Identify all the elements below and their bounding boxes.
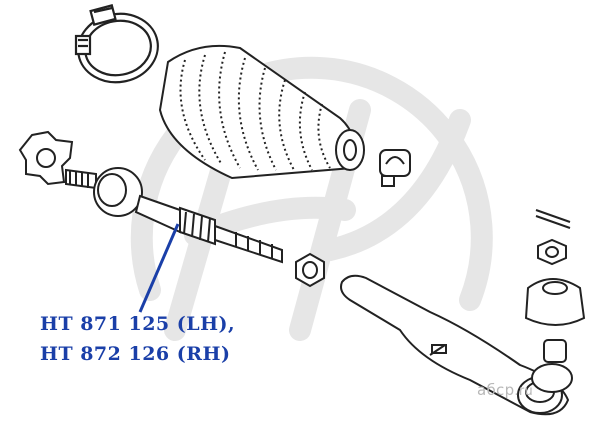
boot-clip <box>379 149 411 187</box>
part-number-lh: HT 871 125 (LH), <box>40 313 236 335</box>
steering-boot <box>158 44 365 180</box>
hose-clamp <box>74 4 159 84</box>
watermark-suffix: .ru <box>514 384 534 399</box>
lock-washer <box>18 130 74 186</box>
part-number-rh: HT 872 126 (RH) <box>40 343 231 365</box>
lock-nut <box>295 252 325 288</box>
ball-joint-parts <box>524 209 586 393</box>
text-watermark: абср.ru <box>477 381 533 399</box>
leader-line <box>138 223 180 313</box>
inner-tie-rod <box>65 167 283 264</box>
watermark-main: абср <box>477 381 515 399</box>
